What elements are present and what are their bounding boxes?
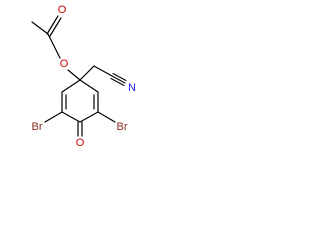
bond-ch2-cn xyxy=(93,65,113,77)
ester-oxygen-label: O xyxy=(60,58,69,70)
bond-ring-1 xyxy=(61,79,81,93)
bond-ring-4 xyxy=(79,111,99,123)
bond-nitrile-b xyxy=(112,73,127,81)
bond-methyl-carbonyl xyxy=(31,21,49,35)
bond-nitrile-c xyxy=(110,78,125,86)
bond-acetyl-co-double-a xyxy=(46,15,59,35)
bond-ring-ch2 xyxy=(79,65,95,81)
acetyl-oxygen-label: O xyxy=(58,4,67,16)
bond-carbonyl-ester-o xyxy=(47,33,61,59)
bond-ester-o-ring xyxy=(67,69,81,81)
bond-nitrile-a xyxy=(111,75,126,84)
bond-ring-3 xyxy=(61,111,81,123)
bromine-right-label: Br xyxy=(117,121,128,133)
molecule-drawing: O O N Br Br O xyxy=(31,4,136,149)
bond-ring-6 xyxy=(79,79,99,93)
structure-canvas: O O N Br Br O xyxy=(0,0,157,168)
ketone-oxygen-label: O xyxy=(76,137,85,149)
bromine-left-label: Br xyxy=(32,121,43,133)
bond-c-br-right xyxy=(97,111,116,123)
bond-acetyl-co-double-b xyxy=(49,17,62,37)
nitrile-nitrogen-label: N xyxy=(128,82,136,94)
bond-c-br-left xyxy=(44,111,63,123)
